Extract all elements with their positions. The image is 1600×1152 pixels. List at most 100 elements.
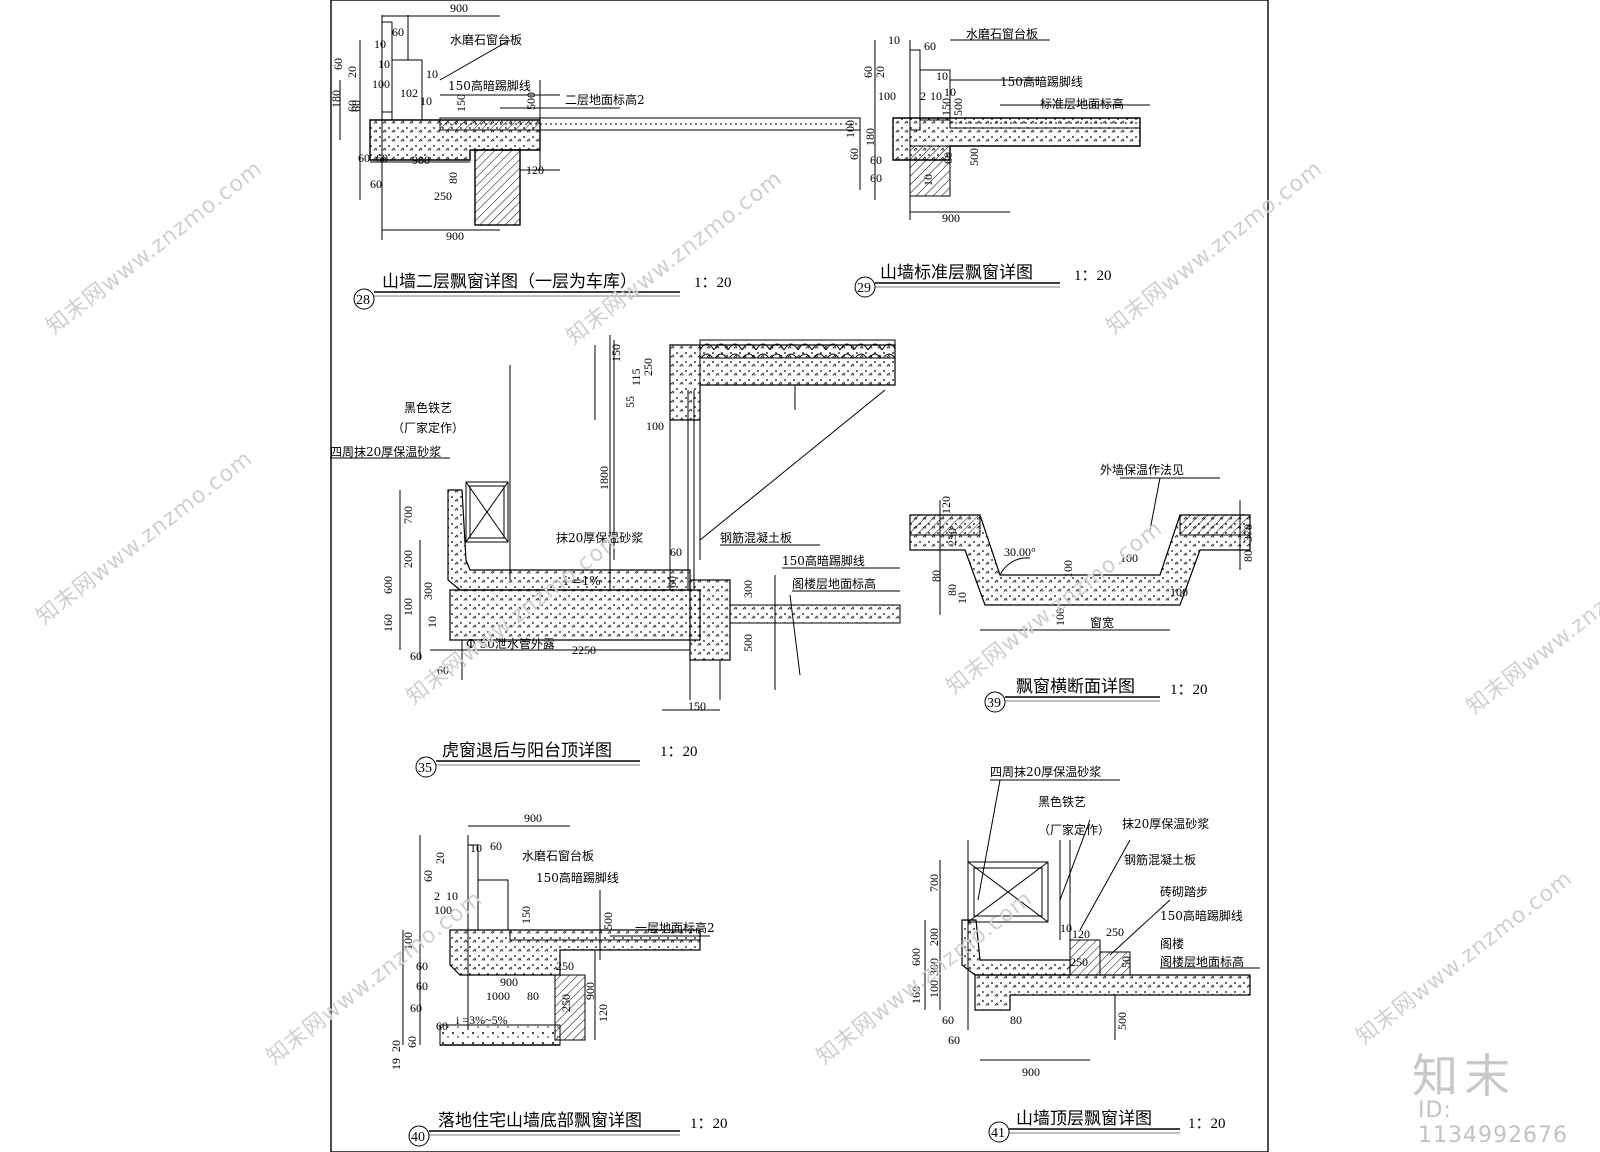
- svg-text:600: 600: [381, 576, 395, 594]
- svg-text:（厂家定作）: （厂家定作）: [392, 420, 464, 435]
- svg-text:100: 100: [646, 419, 664, 433]
- svg-text:900: 900: [942, 211, 960, 225]
- svg-text:60: 60: [948, 1033, 960, 1047]
- detail-39-title-block: 39 飘窗横断面详图 1：20: [984, 677, 1208, 713]
- svg-text:120: 120: [526, 163, 544, 177]
- svg-text:黑色铁艺: 黑色铁艺: [404, 401, 452, 415]
- svg-text:10: 10: [420, 94, 432, 108]
- svg-text:60: 60: [405, 1036, 419, 1048]
- svg-text:150: 150: [939, 98, 953, 116]
- svg-text:250: 250: [556, 959, 574, 973]
- svg-text:300: 300: [927, 958, 941, 976]
- svg-text:80: 80: [446, 172, 460, 184]
- detail-28-dims: 900 10 60 20 10 60 10 100 60 180 60 10 2…: [329, 1, 544, 243]
- svg-text:20: 20: [433, 852, 447, 864]
- svg-text:500: 500: [951, 98, 965, 116]
- svg-text:900: 900: [450, 1, 468, 15]
- svg-text:100: 100: [1170, 585, 1188, 599]
- svg-text:30.00°: 30.00°: [1004, 545, 1036, 559]
- svg-text:250: 250: [559, 994, 573, 1012]
- svg-text:10: 10: [955, 592, 969, 604]
- svg-text:四周抹20厚保温砂浆: 四周抹20厚保温砂浆: [990, 764, 1101, 779]
- svg-text:1：20: 1：20: [1074, 268, 1112, 284]
- svg-text:水磨石窗台板: 水磨石窗台板: [450, 32, 522, 47]
- svg-text:180: 180: [863, 128, 877, 146]
- svg-text:500: 500: [967, 148, 981, 166]
- svg-text:250: 250: [1106, 925, 1124, 939]
- detail-35-dims: 150 250 115 55 100 1800 700 200 600 300 …: [381, 344, 755, 713]
- svg-text:150: 150: [454, 94, 468, 112]
- svg-text:窗宽: 窗宽: [1090, 615, 1114, 630]
- svg-text:100: 100: [1120, 551, 1138, 565]
- svg-text:150高暗踢脚线: 150高暗踢脚线: [1160, 908, 1243, 923]
- svg-text:900: 900: [500, 975, 518, 989]
- svg-text:120: 120: [1072, 927, 1090, 941]
- svg-text:60: 60: [861, 66, 875, 78]
- svg-text:50: 50: [1119, 956, 1133, 968]
- detail-28-drawing: [339, 15, 861, 240]
- svg-text:160: 160: [381, 614, 395, 632]
- svg-text:黑色铁艺: 黑色铁艺: [1038, 795, 1086, 809]
- svg-text:150: 150: [519, 906, 533, 924]
- svg-text:80: 80: [945, 584, 959, 596]
- svg-text:1：20: 1：20: [694, 275, 732, 291]
- svg-text:39: 39: [987, 696, 1001, 711]
- detail-39-dims: 120 250 80 80 10 100 100 100 80 370 100: [929, 496, 1255, 626]
- svg-text:700: 700: [927, 874, 941, 892]
- svg-text:700: 700: [401, 506, 415, 524]
- svg-text:水磨石窗台板: 水磨石窗台板: [966, 26, 1038, 41]
- svg-text:60: 60: [376, 151, 388, 165]
- svg-text:41: 41: [991, 1126, 1005, 1141]
- svg-text:10: 10: [930, 89, 942, 103]
- svg-text:10: 10: [888, 33, 900, 47]
- svg-text:钢筋混凝土板: 钢筋混凝土板: [720, 530, 792, 545]
- svg-text:60: 60: [331, 58, 345, 70]
- detail-39-notes: 外墙保温作法见 30.00° 窗宽: [1004, 463, 1184, 630]
- svg-text:250: 250: [434, 189, 452, 203]
- svg-text:60: 60: [490, 839, 502, 853]
- svg-text:2: 2: [434, 889, 440, 903]
- svg-text:35: 35: [418, 761, 432, 776]
- svg-text:120: 120: [939, 496, 953, 514]
- svg-text:60: 60: [410, 649, 422, 663]
- svg-text:60: 60: [870, 171, 882, 185]
- svg-text:80: 80: [1010, 1013, 1022, 1027]
- svg-text:55: 55: [623, 396, 637, 408]
- svg-text:115: 115: [629, 368, 643, 386]
- svg-text:100: 100: [843, 120, 857, 138]
- svg-text:100: 100: [878, 89, 896, 103]
- svg-text:250: 250: [641, 358, 655, 376]
- svg-text:2: 2: [412, 86, 418, 100]
- svg-text:60: 60: [924, 39, 936, 53]
- detail-35-drawing: [399, 335, 901, 711]
- svg-text:山墙二层飘窗详图（一层为车库）: 山墙二层飘窗详图（一层为车库）: [382, 272, 637, 292]
- svg-text:钢筋混凝土板: 钢筋混凝土板: [1124, 852, 1196, 867]
- svg-text:100: 100: [401, 932, 415, 950]
- svg-text:100: 100: [1061, 560, 1075, 578]
- svg-text:飘窗横断面详图: 飘窗横断面详图: [1016, 677, 1135, 697]
- detail-40-drawing: [402, 825, 701, 1046]
- svg-text:180: 180: [329, 90, 343, 108]
- detail-41-notes: 四周抹20厚保温砂浆 黑色铁艺 抹20厚保温砂浆 （厂家定作） 钢筋混凝土板 砖…: [990, 764, 1260, 969]
- svg-text:2: 2: [920, 89, 926, 103]
- svg-text:200: 200: [927, 928, 941, 946]
- svg-text:60: 60: [392, 25, 404, 39]
- svg-text:二层地面标高2: 二层地面标高2: [565, 92, 645, 107]
- detail-28-notes: 水磨石窗台板 150高暗踢脚线 二层地面标高2: [448, 32, 645, 107]
- svg-text:19: 19: [389, 1058, 403, 1070]
- svg-text:60: 60: [847, 148, 861, 160]
- svg-text:250: 250: [945, 528, 959, 546]
- svg-text:虎窗退后与阳台顶详图: 虎窗退后与阳台顶详图: [442, 741, 612, 761]
- svg-text:60: 60: [410, 1001, 422, 1015]
- detail-29-dims: 10 60 20 60 10 100 2 10 150 500 10 100 1…: [843, 33, 981, 225]
- svg-text:60: 60: [416, 979, 428, 993]
- svg-text:60: 60: [358, 151, 370, 165]
- svg-text:60: 60: [370, 177, 382, 191]
- svg-text:10: 10: [425, 616, 439, 628]
- detail-35-title-block: 35 虎窗退后与阳台顶详图 1：20: [415, 741, 698, 778]
- detail-40-title-block: 40 落地住宅山墙底部飘窗详图 1：20: [408, 1111, 728, 1147]
- svg-text:60: 60: [416, 959, 428, 973]
- detail-41-drawing: [924, 779, 1251, 1061]
- svg-text:1：20: 1：20: [690, 1116, 728, 1132]
